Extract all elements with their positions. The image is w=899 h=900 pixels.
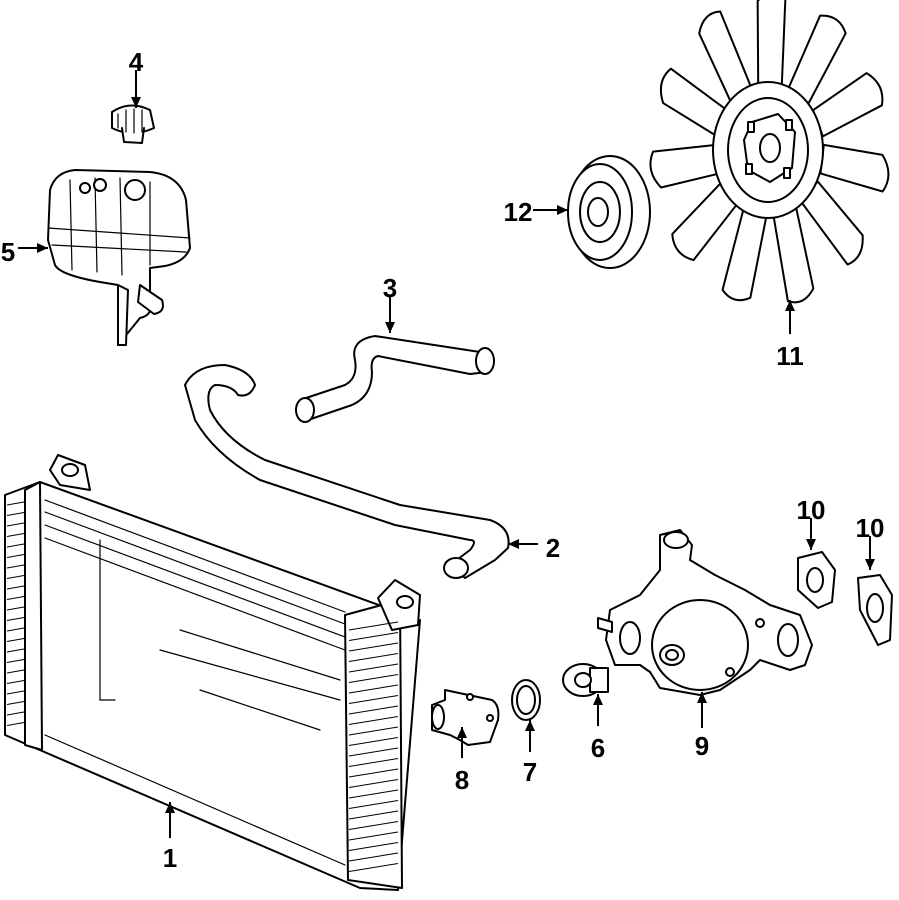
callout-number: 9 (695, 731, 709, 761)
fan-blade (698, 10, 753, 105)
arrow-head (457, 727, 467, 738)
arrow-head (865, 559, 875, 570)
callout-number: 7 (523, 757, 537, 787)
callout-10a: 10 (797, 495, 826, 550)
callout-number: 11 (776, 341, 804, 371)
callout-4: 4 (129, 47, 144, 108)
callout-6: 6 (591, 694, 605, 763)
water-pump (597, 529, 813, 696)
radiator (4, 454, 421, 891)
arrow-head (37, 243, 48, 253)
thermostat-gasket (511, 679, 541, 721)
callout-number: 10 (797, 495, 826, 525)
thermostat (562, 663, 609, 697)
callout-5: 5 (1, 237, 48, 267)
arrow-head (508, 539, 519, 549)
arrow-head (697, 692, 707, 703)
callout-2: 2 (508, 533, 560, 563)
arrow-head (131, 97, 141, 108)
callout-number: 12 (504, 197, 533, 227)
arrow-head (557, 205, 568, 215)
fan-blade (659, 67, 728, 138)
arrow-head (165, 802, 175, 813)
callout-10b: 10 (856, 513, 885, 570)
upper-radiator-hose (295, 335, 495, 423)
callout-number: 8 (455, 765, 469, 795)
fan-blade (671, 180, 739, 262)
coolant-reservoir (47, 169, 191, 346)
thermostat-housing (431, 689, 500, 746)
callout-12: 12 (504, 197, 568, 227)
callout-number: 6 (591, 733, 605, 763)
arrow-head (806, 539, 816, 550)
callout-number: 1 (163, 843, 177, 873)
cooling-fan (649, 0, 890, 304)
callout-11: 11 (776, 300, 804, 371)
fan-blade (819, 143, 890, 193)
callout-number: 10 (856, 513, 885, 543)
fan-blade (649, 143, 721, 189)
callout-number: 4 (129, 47, 144, 77)
fan-pulley (567, 155, 651, 269)
callout-8: 8 (455, 727, 469, 795)
fan-blade (787, 14, 847, 105)
fan-blade (756, 0, 787, 87)
lower-radiator-hose (184, 364, 510, 579)
callout-9: 9 (695, 692, 709, 761)
fan-blade (801, 180, 864, 266)
water-pump-gasket-a (797, 551, 836, 609)
arrow-head (385, 322, 395, 333)
fan-blade (812, 72, 884, 138)
arrow-head (785, 300, 795, 311)
fan-blade (721, 206, 768, 302)
fan-blade (772, 206, 815, 304)
arrow-head (593, 694, 603, 705)
callout-number: 2 (546, 533, 560, 563)
reservoir-cap (111, 104, 155, 144)
callout-1: 1 (163, 802, 177, 873)
arrow-head (525, 720, 535, 731)
water-pump-gasket-b (857, 574, 893, 646)
callout-number: 3 (383, 273, 397, 303)
callout-7: 7 (523, 720, 537, 787)
callout-3: 3 (383, 273, 397, 333)
callout-number: 5 (1, 237, 15, 267)
